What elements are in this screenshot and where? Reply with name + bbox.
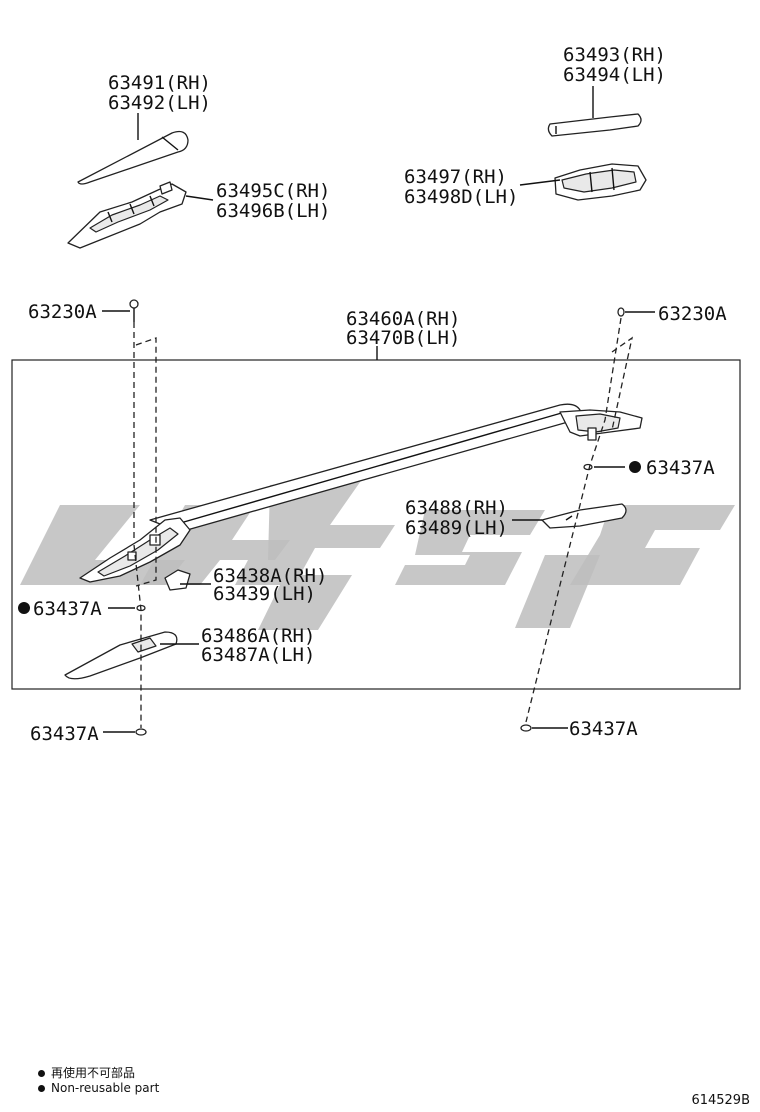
- legend-en-text: Non-reusable part: [51, 1081, 160, 1095]
- nut-right-mid: [583, 463, 593, 471]
- figure-number: 614529B: [691, 1093, 750, 1108]
- front-bracket: [67, 181, 187, 249]
- label-plate-rh: 63438A(RH): [213, 565, 327, 587]
- label-screw-left: 63230A: [28, 301, 97, 323]
- label-bracket-rear-rh: 63497(RH): [404, 166, 507, 188]
- label-bracket-front-rh: 63495C(RH): [216, 180, 330, 202]
- label-nut-left-mid: 63437A: [33, 598, 102, 620]
- plate: [164, 569, 191, 591]
- label-nut-right-bottom: 63437A: [569, 718, 638, 740]
- label-cap-front-lh: 63492(LH): [108, 92, 211, 114]
- nut-right-bottom: [520, 724, 532, 732]
- legend-cn: 再使用不可部品: [38, 1064, 135, 1081]
- label-cap-front-rh: 63491(RH): [108, 72, 211, 94]
- assembly-frame: [11, 359, 741, 690]
- rear-end-cap: [547, 113, 642, 137]
- screw-left: [129, 299, 139, 322]
- rear-rail-pad: [541, 503, 627, 529]
- non-reusable-marker-left: [18, 602, 30, 614]
- label-rail-rh: 63460A(RH): [346, 308, 460, 330]
- screw-right: [617, 307, 625, 317]
- nut-left-bottom: [135, 728, 147, 736]
- front-rail-pad: [64, 631, 178, 680]
- label-pad-rear-rh: 63488(RH): [405, 497, 508, 519]
- label-nut-left-bottom: 63437A: [30, 723, 99, 745]
- label-screw-right: 63230A: [658, 303, 727, 325]
- label-plate-lh: 63439(LH): [213, 583, 316, 605]
- label-pad-rear-lh: 63489(LH): [405, 517, 508, 539]
- bullet-icon: [38, 1070, 45, 1077]
- label-pad-front-lh: 63487A(LH): [201, 644, 315, 666]
- non-reusable-marker-right: [629, 461, 641, 473]
- front-end-cap: [77, 130, 189, 185]
- label-rail-lh: 63470B(LH): [346, 327, 460, 349]
- label-cap-rear-lh: 63494(LH): [563, 64, 666, 86]
- label-pad-front-rh: 63486A(RH): [201, 625, 315, 647]
- bullet-icon: [38, 1085, 45, 1092]
- label-bracket-front-lh: 63496B(LH): [216, 200, 330, 222]
- label-cap-rear-rh: 63493(RH): [563, 44, 666, 66]
- label-bracket-rear-lh: 63498D(LH): [404, 186, 518, 208]
- label-nut-right-mid: 63437A: [646, 457, 715, 479]
- legend-cn-text: 再使用不可部品: [51, 1066, 136, 1080]
- legend-en: Non-reusable part: [38, 1081, 159, 1095]
- rear-bracket: [554, 163, 647, 201]
- leader-lines: [102, 86, 655, 733]
- assembly-dashed-lines: [133, 317, 633, 728]
